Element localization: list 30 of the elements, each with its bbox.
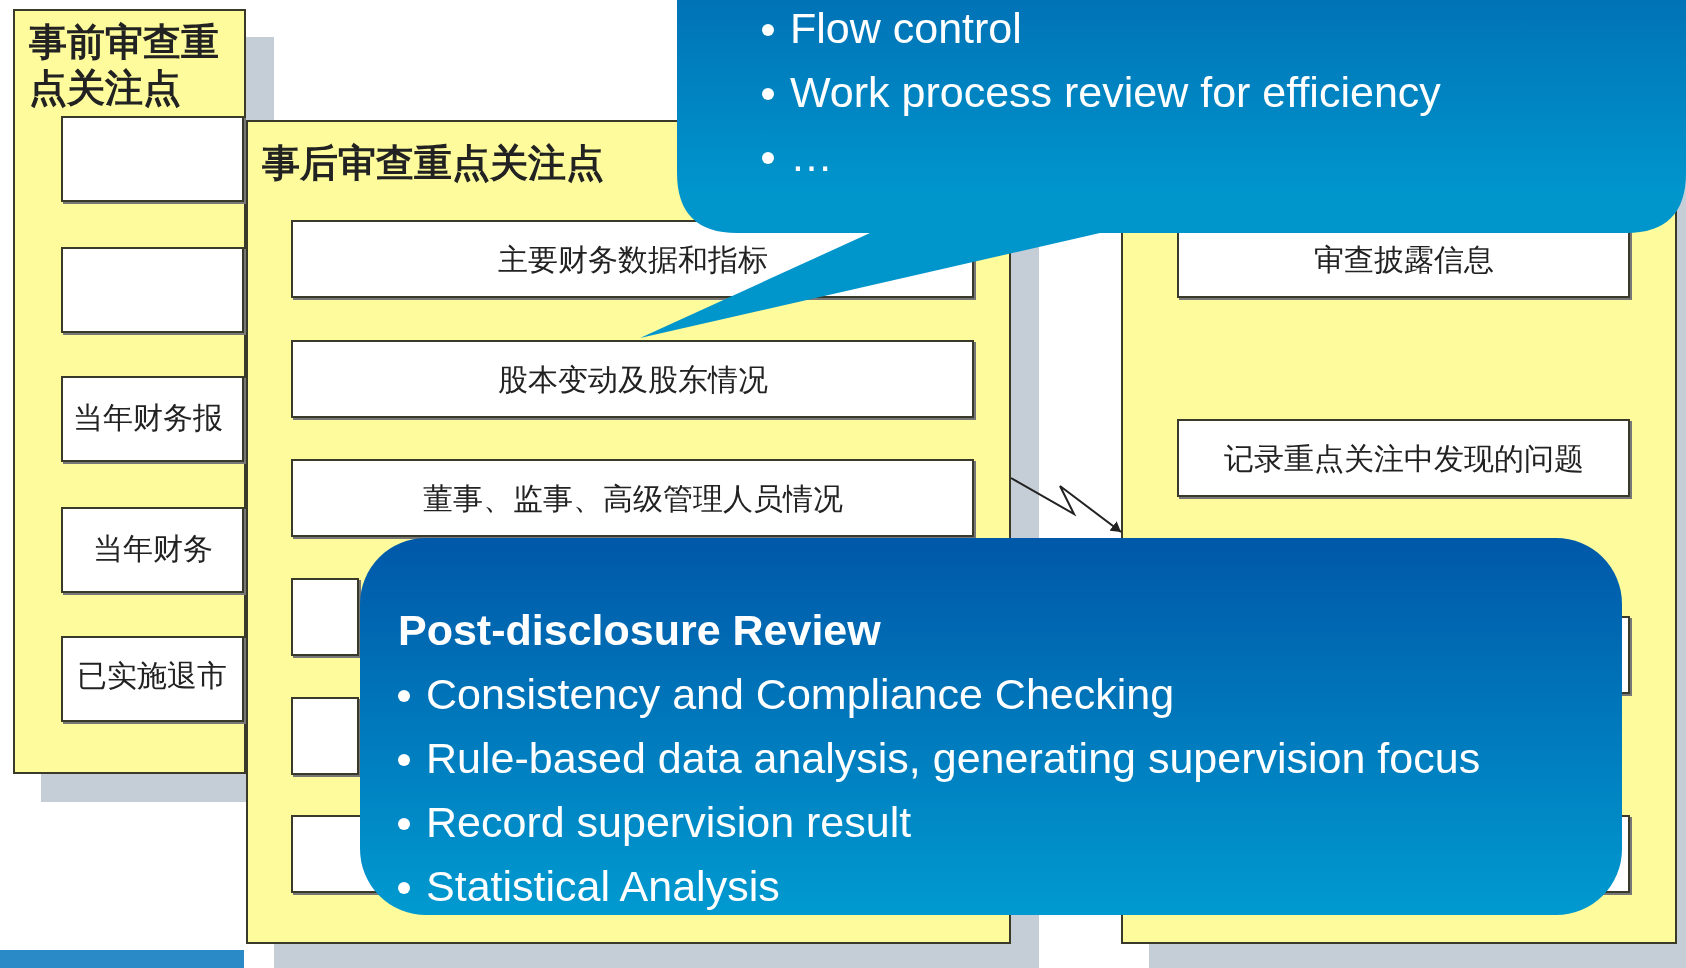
empty-box: [291, 578, 359, 656]
callout-tooltip: [360, 538, 1622, 915]
callout-heading: Post-disclosure Review: [398, 605, 881, 656]
bullet-text: Statistical Analysis: [426, 861, 780, 912]
box-text: 审查披露信息: [1312, 241, 1495, 279]
text-box: [1177, 419, 1630, 497]
panel-title: 事前审查重点关注点: [29, 19, 220, 111]
box-text: 当年财务报: [73, 399, 223, 437]
bullet-text: Rule-based data analysis, generating supervision focus: [426, 733, 1481, 784]
bullet-text: …: [790, 131, 833, 182]
box-text: 当年财务: [93, 530, 213, 568]
bullet-text: Flow control: [790, 3, 1022, 54]
text-box: [291, 459, 974, 537]
text-box: [61, 376, 244, 462]
text-box: [291, 340, 974, 418]
box-text: 主要财务数据和指标: [496, 241, 769, 279]
bullet-text: Consistency and Compliance Checking: [426, 669, 1175, 720]
empty-box: [291, 697, 359, 775]
box-text: 股本变动及股东情况: [496, 361, 769, 399]
box-text: 已实施退市: [77, 657, 227, 695]
box-text: 记录重点关注中发现的问题: [1222, 440, 1585, 478]
empty-box: [61, 116, 244, 202]
zigzag-arrow: [1010, 477, 1122, 533]
empty-box: [61, 247, 244, 333]
text-box: [61, 636, 244, 722]
bullet-text: Record supervision result: [426, 797, 912, 848]
text-box: [61, 507, 244, 593]
panel-title: 事后审查重点关注点: [262, 139, 604, 187]
bullet-text: Work process review for efficiency: [790, 67, 1441, 118]
box-text: 董事、监事、高级管理人员情况: [421, 480, 844, 518]
